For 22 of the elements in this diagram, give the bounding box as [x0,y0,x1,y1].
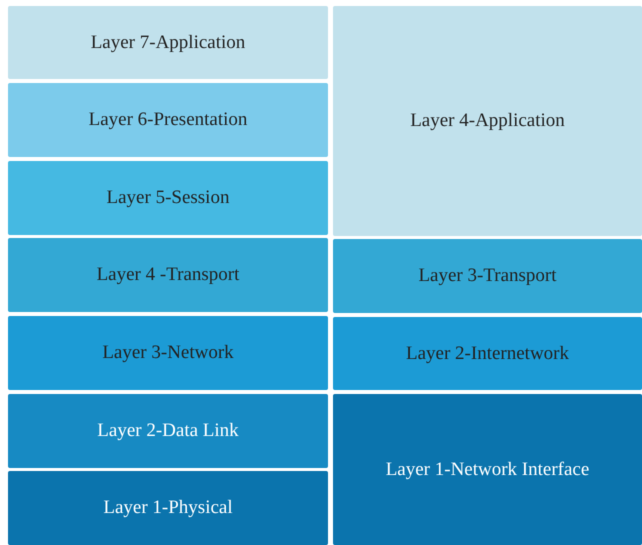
layer-label: Layer 2-Data Link [96,420,240,442]
layer-block [8,238,328,312]
layer-block [8,161,328,235]
layer-label: Layer 1-Network Interface [384,458,590,480]
layer-label: Layer 4-Application [409,110,566,132]
layer-block [333,239,642,313]
layer-block [8,6,328,79]
layer-block [333,6,642,236]
layer-label: Layer 3-Network [101,342,235,364]
layer-block [8,394,328,468]
layer-label: Layer 2-Internetwork [404,342,570,364]
layer-block [8,471,328,545]
layer-block [8,316,328,390]
layer-block [333,317,642,390]
layer-label: Layer 4 -Transport [96,264,240,286]
layer-label: Layer 7-Application [90,32,246,54]
layer-label: Layer 5-Session [106,187,230,209]
layer-label: Layer 6-Presentation [88,109,248,131]
layer-label: Layer 1-Physical [102,497,234,519]
layer-block [8,83,328,157]
layer-label: Layer 3-Transport [417,265,558,287]
layer-block [333,394,642,545]
